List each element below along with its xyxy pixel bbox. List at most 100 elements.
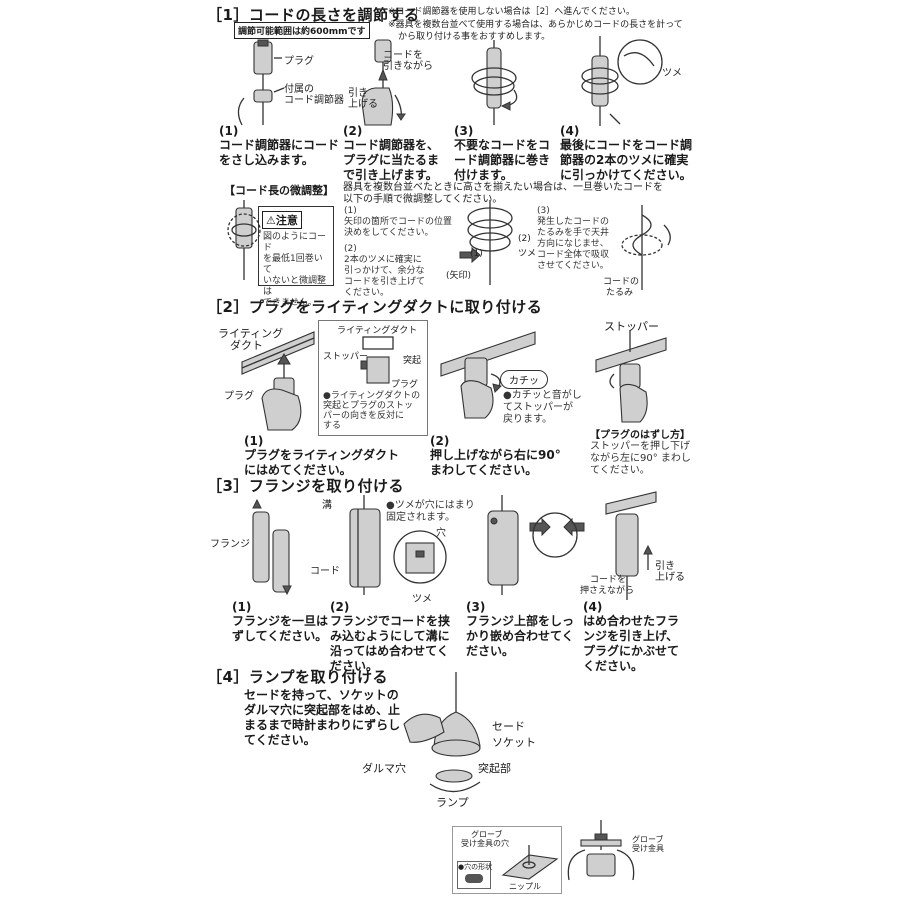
flange-raise-illustration [605,491,657,600]
globe-fitting-label: グローブ [632,835,664,844]
step-text: ード調節器に巻き [454,153,551,167]
flange-cord-illustration [349,495,447,595]
nipple-illustration [501,845,559,880]
hole-label: 穴 [436,528,446,539]
section3-title: ［3］フランジを取り付ける [207,477,404,495]
keyhole-label: ダルマ穴 [362,762,406,775]
fine-adjust-title: 【コード長の微調整】 [224,184,334,197]
mark-1: (1) [470,249,483,259]
click-bubble: カチッ [500,370,548,389]
step-number: (2) [330,600,350,614]
section1-title: ［1］コードの長さを調節する [207,6,420,24]
section3-step: (1) フランジを一旦は ずしてください。 [232,600,328,644]
mark-2: (2) [518,234,531,244]
section3-step: (3) フランジ上部をしっ かり嵌め合わせてく ださい。 [466,600,574,659]
socket-label: ソケット [492,736,536,749]
step-text: 押し上げながら右に90° [430,448,561,462]
cord-label: コード [310,566,340,577]
section1-step: (4) 最後にコードをコード調 節器の2本のツメに確実 に引っかけてください。 [560,124,700,183]
step-text: はめ合わせたフラ [583,614,680,628]
flange-close-illustration [487,495,585,595]
stopper-label: ストッパー [604,320,659,333]
click-text: ●カチッと音がし てストッパーが 戻ります。 [503,390,582,425]
pull-up-label: 引き [348,88,368,99]
globe-fitting-label: 受け金具 [632,844,664,853]
section1-step: (3) 不要なコードをコ ード調節器に巻き 付けます。 [454,124,564,183]
step-text: ださい。 [466,644,515,658]
section2-step: (1) プラグをライティングダクト にはめてください。 [244,434,399,478]
section3-step: (2) フランジでコードを挟 み込むようにして溝に 沿ってはめ合わせてく ださい… [330,600,450,674]
pull-cord-label: 引きながら [383,61,433,72]
step-number: (3) [454,124,474,138]
section4-text: セードを持って、ソケットの ダルマ穴に突起部をはめ、止 まるまで時計まわりにずら… [244,688,401,747]
wind-cord-illustration [471,40,518,125]
arrow-label: (矢印) [446,271,472,281]
caution-box: ⚠注意 図のようにコード を最低1回巻いて いないと微調整は できません。 [258,206,334,308]
nipple-label: ニップル [509,882,541,891]
step-text: に引っかけてください。 [560,168,692,182]
step-number: (1) [244,434,264,448]
step-number: (1) [232,600,252,614]
claw-label: ツメ [412,594,432,605]
step-text: まわしてください。 [430,463,538,477]
step-text: 最後にコードをコード調 [560,138,693,152]
section1-step: (1) コード調節器にコード をさし込みます。 [219,124,349,168]
removal-note: 【プラグのはずし方】 ストッパーを押し下げ ながら左に90° まわし てください… [590,426,691,477]
fine-sub2: (2) 2本のツメに確実に 引っかけて、余分な コードを引き上げて ください。 [344,244,426,298]
step-number: (4) [583,600,603,614]
removal-title: 【プラグのはずし方】 [590,430,690,441]
twist-plug-illustration [440,331,536,419]
orientation-inset: ライティングダクト ストッパー 突起 プラグ ●ライティングダクトの 突起とプラ… [318,320,428,436]
duct-label: ダクト [230,339,263,352]
globe-fitting-illustration [567,820,635,881]
claw-note: ●ツメが穴にはまり 固定されます。 [386,500,475,523]
duct-label: ライティング [218,327,284,340]
pull-up-illustration [361,39,406,126]
step-text: 節器の2本のツメに確実 [560,153,689,167]
step-text: フランジ上部をしっ [466,614,575,628]
adjuster-label: コード調節器 [284,95,344,106]
removal-text: ストッパーを押し下げ ながら左に90° まわし てください。 [590,441,691,476]
section2-step: (2) 押し上げながら右に90° まわしてください。 [430,434,561,478]
section3-step: (4) はめ合わせたフラ ンジを引き上げ、 プラグにかぶせて ください。 [583,600,679,674]
cord-slack-illustration [621,205,671,290]
caution-cord-illustration [227,200,261,280]
inset-protrusion-label: 突起 [403,356,422,366]
step-text: プラグに当たるま [343,153,440,167]
plug-label: プラグ [224,391,254,402]
hole-shape-label: ●穴の形状 [458,863,493,871]
step-number: (4) [560,124,580,138]
section1-step: (2) コード調節器を、 プラグに当たるま で引き上げます。 [343,124,453,183]
step-number: (2) [343,124,363,138]
step-text: コード調節器にコード [219,138,340,152]
inset-text: ●ライティングダクトの 突起とプラグのストッ パーの向きを反対に する [323,391,421,431]
step-text: ンジを引き上げ、 [583,629,679,643]
plug-label: プラグ [284,56,314,67]
inset-plug-illustration [360,336,394,384]
step-text: ずしてください。 [232,629,328,643]
remove-plug-illustration [595,330,667,423]
lamp-attach-illustration [403,672,481,793]
globe-hole-label: 受け金具の穴 [461,839,509,848]
section4-title: ［4］ランプを取り付ける [207,668,388,686]
protrusion-label: 突起部 [478,762,511,775]
hook-claw-illustration [581,36,663,126]
step-text: プラグにかぶせて [583,644,680,658]
step-text: ださい。 [330,659,379,673]
hole-shape-box: ●穴の形状 [457,861,493,889]
pull-up-label: 上げる [655,572,685,583]
step-text: で引き上げます。 [343,168,438,182]
step-text: コード調節器を、 [343,138,440,152]
step-text: 不要なコードをコ [454,138,551,152]
claw-label: ツメ [662,68,682,79]
globe-hole-inset: グローブ 受け金具の穴 ●穴の形状 ニップル [452,826,562,894]
step-text: プラグをライティングダクト [244,448,400,462]
claw-label: ツメ [518,249,537,259]
lamp-label: ランプ [436,796,469,809]
flange-label: フランジ [210,539,250,550]
cord-adjuster-illustration [237,39,285,126]
step-text: かり嵌め合わせてく [466,629,574,643]
section1-note: ※器具を複数台並べて使用する場合は、あらかじめコードの長さを計って [388,20,683,30]
plug-into-duct-illustration [241,331,315,431]
adjuster-label: 付属の [284,84,314,95]
